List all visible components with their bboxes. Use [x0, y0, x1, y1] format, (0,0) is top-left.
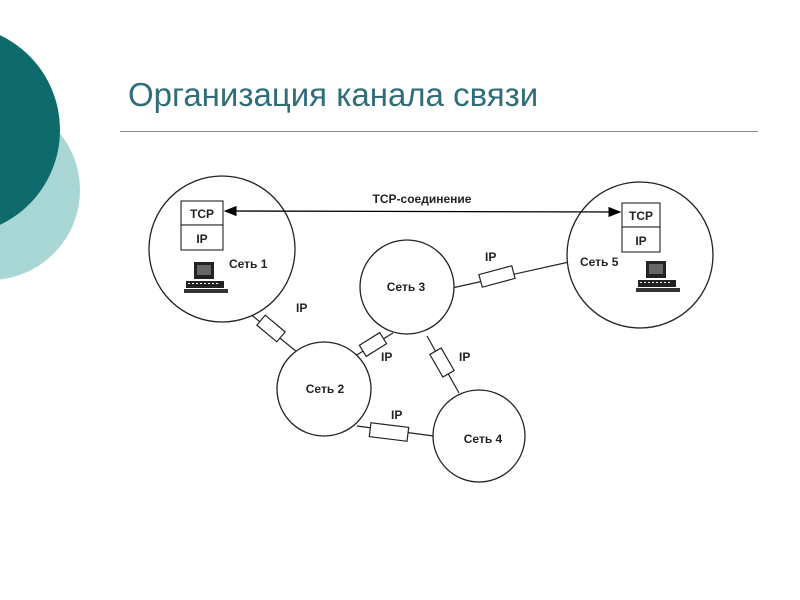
network-label-5: Сеть 5: [580, 255, 619, 269]
computer-icon: [636, 261, 680, 292]
stack-left-ip-label: IP: [196, 232, 207, 246]
ip-label-net2-net3: IP: [381, 350, 392, 364]
ip-box-net3-net4: [429, 347, 455, 378]
network-circle-4: [432, 389, 526, 483]
stack-right-ip-label: IP: [635, 234, 646, 248]
slide-title: Организация канала связи: [128, 76, 539, 113]
network-label-3: Сеть 3: [387, 280, 426, 294]
ip-box-net2-net4: [368, 422, 410, 442]
tcp-connection-label: TCP-соединение: [373, 192, 472, 206]
stack-right-tcp-label: TCP: [629, 209, 653, 223]
ip-label-net1-net2: IP: [296, 301, 307, 315]
decorative-circles: [0, 0, 120, 320]
ip-box-net1-net2: [256, 314, 286, 343]
network-label-2: Сеть 2: [306, 382, 345, 396]
ip-label-net2-net4: IP: [391, 408, 402, 422]
ip-label-net3-net5: IP: [485, 250, 496, 264]
title-divider: [120, 131, 758, 132]
network-label-1: Сеть 1: [229, 257, 268, 271]
ip-box-net3-net5: [478, 265, 516, 288]
ip-box-net2-net3: [358, 331, 388, 358]
tcp-connection-arrow: [223, 205, 622, 218]
protocol-stack-right: TCP IP: [621, 202, 661, 253]
network-label-4: Сеть 4: [464, 432, 503, 446]
protocol-stack-left: TCP IP: [180, 200, 224, 251]
computer-icon: [184, 262, 228, 293]
ip-label-net3-net4: IP: [459, 350, 470, 364]
decor-circle-dark: [0, 35, 60, 225]
network-circle-3: [359, 239, 455, 335]
network-circle-2: [276, 341, 372, 437]
stack-left-tcp-label: TCP: [190, 207, 214, 221]
